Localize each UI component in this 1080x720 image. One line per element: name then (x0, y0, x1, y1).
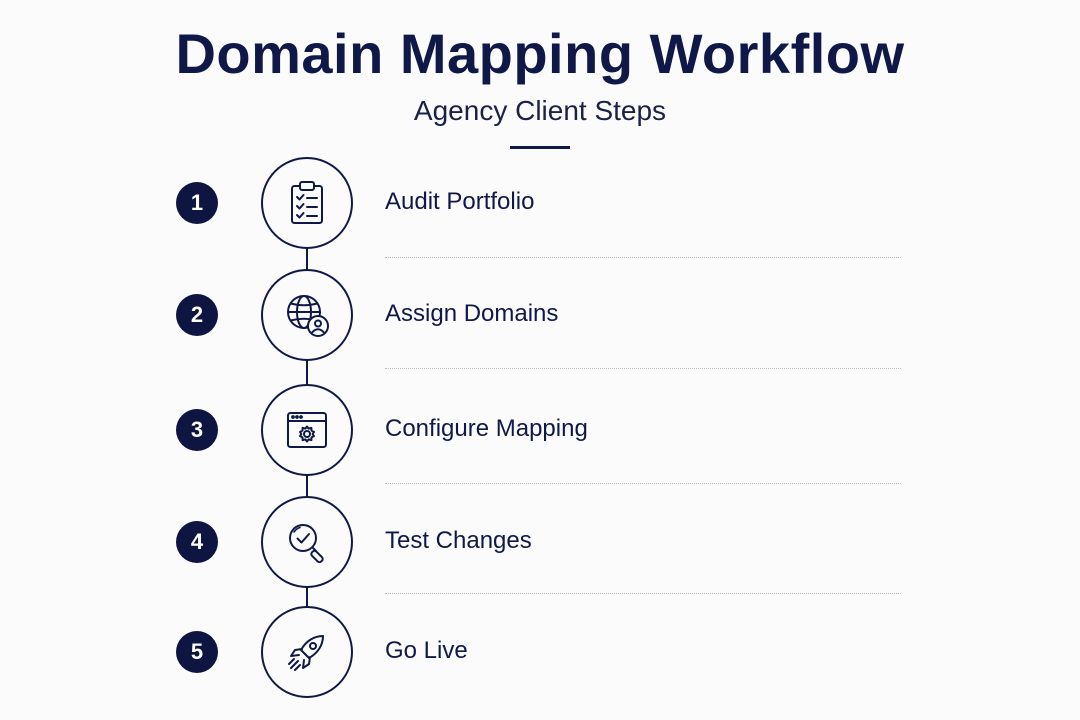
step-label: Go Live (385, 637, 468, 664)
step-4: 4 Test Changes (0, 496, 1080, 588)
step-label: Configure Mapping (385, 415, 588, 442)
title-underline (510, 146, 570, 149)
magnifier-check-icon (289, 524, 324, 564)
page-title: Domain Mapping Workflow (175, 22, 905, 85)
step-connector (306, 357, 308, 385)
globe-user-icon (287, 295, 329, 337)
step-divider (385, 368, 901, 369)
step-connector (306, 472, 308, 497)
step-connector (306, 584, 308, 608)
step-label: Test Changes (385, 527, 532, 554)
step-5: 5 Go Live (0, 606, 1080, 698)
step-3: 3 Configure Mapping (0, 384, 1080, 476)
step-icon-circle (261, 384, 353, 476)
step-divider (385, 257, 901, 258)
step-icon-circle (261, 269, 353, 361)
step-number-badge: 2 (176, 294, 218, 336)
step-number-badge: 1 (176, 182, 218, 224)
rocket-icon (288, 635, 324, 671)
step-icon-circle (261, 606, 353, 698)
page-subtitle: Agency Client Steps (413, 95, 667, 126)
step-number-badge: 4 (176, 521, 218, 563)
step-2: 2 Assign Domains (0, 269, 1080, 361)
browser-gear-icon (287, 412, 327, 448)
step-divider (385, 483, 901, 484)
step-1: 1 Audit Portfolio (0, 157, 1080, 249)
step-icon-circle (261, 157, 353, 249)
step-number-badge: 5 (176, 631, 218, 673)
step-label: Assign Domains (385, 300, 559, 327)
step-number-badge: 3 (176, 409, 218, 451)
step-label: Audit Portfolio (385, 188, 535, 215)
clipboard-checklist-icon (291, 181, 323, 224)
step-connector (306, 245, 308, 270)
step-divider (385, 593, 901, 594)
step-icon-circle (261, 496, 353, 588)
